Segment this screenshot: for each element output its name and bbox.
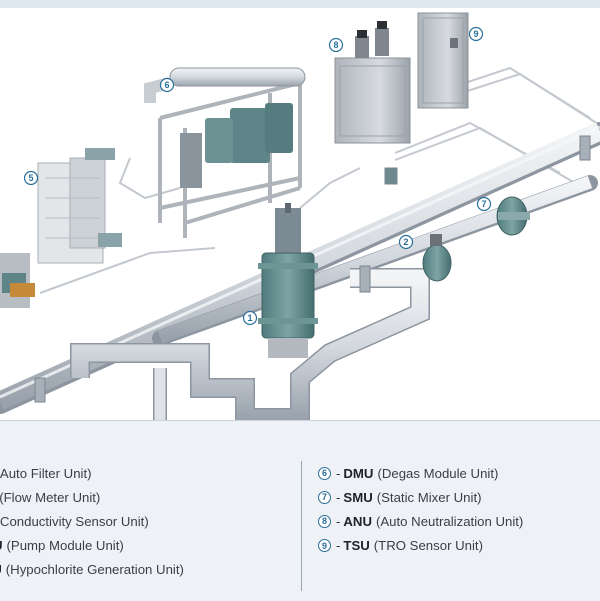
diagram-svg: 1 2 5 6 7 8 9 [0,12,600,420]
legend-item: U (Auto Filter Unit) [0,461,184,485]
legend-item: GU (Hypochlorite Generation Unit) [0,558,184,582]
legend-divider [301,461,302,591]
callout-marker: 8 [328,37,344,53]
degas-module-unit [144,67,306,238]
legend-full-name: (Auto Filter Unit) [0,465,92,481]
callout-label: 9 [473,29,478,39]
legend-item: 9 - TSU (TRO Sensor Unit) [318,534,523,558]
legend-separator: - [336,513,341,529]
legend-item: 6 - DMU (Degas Module Unit) [318,461,523,485]
upper-pipe [152,175,598,346]
auto-filter-unit [258,203,318,358]
callout-marker: 9 [468,26,484,42]
legend-abbr: TSU [343,538,370,554]
legend-item: MU (Pump Module Unit) [0,534,184,558]
legend-full-name: (Degas Module Unit) [377,465,499,481]
callout-marker: 2 [398,234,414,250]
legend-panel: U (Auto Filter Unit) IU (Flow Meter Unit… [0,420,600,601]
tro-sensor-unit [417,12,469,109]
legend-item: 8 - ANU (Auto Neutralization Unit) [318,509,523,533]
system-diagram: 1 2 5 6 7 8 9 [0,8,600,420]
legend-item: U (Conductivity Sensor Unit) [0,509,184,533]
legend-number-badge: 7 [318,490,331,504]
legend-full-name: (TRO Sensor Unit) [373,538,483,554]
callout-marker: 1 [242,310,258,326]
auto-neutralization-unit [334,21,411,144]
legend-abbr: MU [0,538,3,553]
pipe-flanges [34,135,591,403]
callout-label: 2 [403,237,408,247]
flow-meter-unit [422,234,452,282]
legend-number-badge: 8 [318,514,331,528]
legend-full-name: (Static Mixer Unit) [376,489,482,505]
legend-abbr: SMU [343,489,373,505]
callout-label: 6 [164,80,169,90]
callout-label: 8 [333,40,338,50]
callout-marker: 6 [159,77,175,93]
callout-marker: 5 [23,170,39,186]
front-loop-pipe [70,268,430,420]
top-border-strip [0,0,600,8]
legend-abbr: GU [0,562,2,577]
legend-number-badge: 9 [318,539,331,553]
legend-full-name: (Auto Neutralization Unit) [375,513,524,529]
legend-full-name: (Conductivity Sensor Unit) [0,513,149,529]
callout-label: 5 [28,173,33,183]
legend-item: IU (Flow Meter Unit) [0,485,184,509]
legend-number-badge: 6 [318,466,331,480]
legend-full-name: (Flow Meter Unit) [0,489,101,505]
legend-abbr: ANU [343,513,372,529]
legend-separator: - [336,538,341,554]
legend-separator: - [336,489,341,505]
callout-marker: 7 [476,196,492,212]
legend-item: 7 - SMU (Static Mixer Unit) [318,485,523,509]
legend-full-name: (Pump Module Unit) [6,538,124,554]
legend-abbr: DMU [343,465,374,481]
legend-right-column: 6 - DMU (Degas Module Unit) 7 - SMU (Sta… [318,461,523,558]
callout-label: 1 [247,313,252,323]
hypochlorite-generation-unit [37,148,122,264]
legend-left-column: U (Auto Filter Unit) IU (Flow Meter Unit… [0,461,184,582]
pump-module-unit [0,253,35,308]
legend-separator: - [336,465,341,481]
legend-full-name: (Hypochlorite Generation Unit) [5,562,184,578]
callout-label: 7 [481,199,486,209]
static-mixer-unit [496,196,530,236]
